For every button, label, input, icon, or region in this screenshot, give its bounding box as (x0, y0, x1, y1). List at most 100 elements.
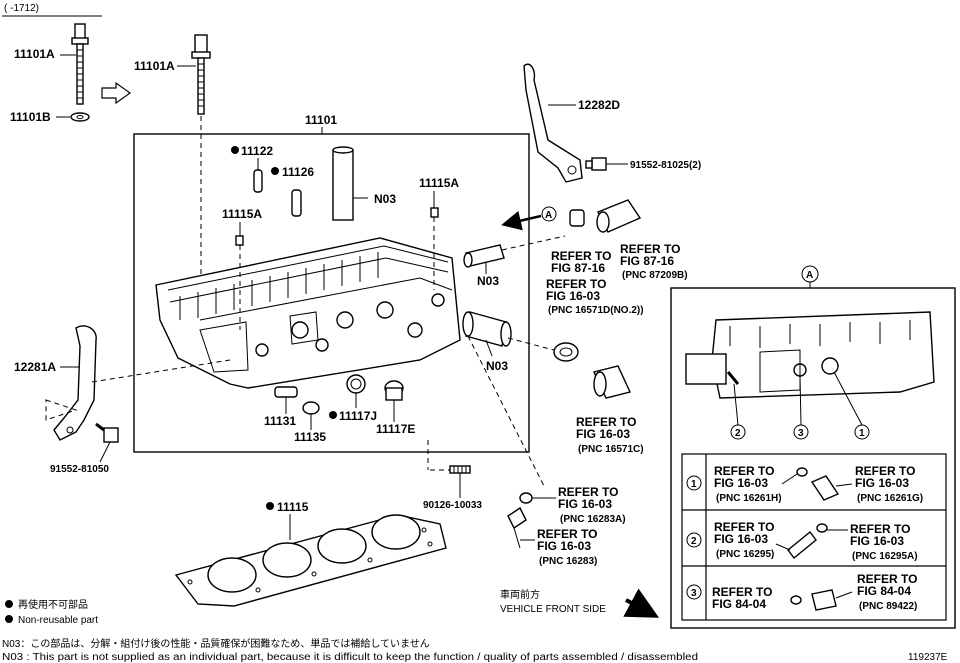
label-11131: 11131 (264, 414, 296, 428)
vehicle-front-jp: 車両前方 (500, 588, 540, 601)
label-11101A-left: 11101A (14, 47, 55, 61)
non-reusable-dot (329, 411, 337, 419)
svg-text:REFER TO: REFER TO (855, 464, 915, 478)
refer-87-16a-1: REFER TO (551, 249, 611, 263)
refer-16-03d-1: REFER TO (537, 527, 597, 541)
note-en: N03 : This part is not supplied as an in… (2, 652, 698, 663)
label-90126-10033: 90126-10033 (423, 500, 482, 511)
bolt-91552-81025[interactable] (585, 157, 607, 171)
sensor-89422[interactable] (811, 589, 837, 611)
refer-87-16b-2: FIG 87-16 (620, 254, 674, 268)
refer-16-03c-2: FIG 16-03 (558, 497, 612, 511)
refer-16-03b-1: REFER TO (576, 415, 636, 429)
label-11115: 11115 (277, 500, 309, 514)
clamp-16295A[interactable] (816, 523, 828, 533)
hose-16261G[interactable] (810, 475, 840, 501)
svg-text:1: 1 (691, 479, 697, 490)
pin-11122[interactable] (253, 169, 263, 193)
svg-text:FIG 16-03: FIG 16-03 (714, 476, 768, 490)
bolt-91552-81050[interactable] (95, 422, 119, 443)
svg-text:FIG 16-03: FIG 16-03 (850, 534, 904, 548)
clamp-16283A[interactable] (519, 492, 533, 504)
refer-87-16b-1: REFER TO (620, 242, 680, 256)
legend-en: Non-reusable part (18, 615, 98, 626)
label-11117E: 11117E (376, 422, 415, 436)
stud-90126-10033[interactable] (449, 465, 471, 474)
plug-11131[interactable] (274, 386, 298, 398)
clamp-upper[interactable] (569, 209, 585, 227)
svg-text:(PNC 16261H): (PNC 16261H) (716, 493, 782, 504)
note-jp: N03：この部品は、分解・組付け後の性能・品質確保が困難なため、単品では補給して… (2, 637, 430, 650)
svg-text:2: 2 (735, 428, 741, 439)
seal-11117J[interactable] (346, 374, 366, 394)
detail-table (681, 453, 947, 621)
pin-11126[interactable] (291, 189, 302, 217)
label-12281A: 12281A (14, 360, 56, 374)
bolt-11101A-right[interactable] (191, 34, 211, 115)
refer-16-03d-2: FIG 16-03 (537, 539, 591, 553)
svg-text:A: A (806, 270, 813, 281)
refer-16-03a-2: FIG 16-03 (546, 289, 600, 303)
callout-A-top[interactable]: A (541, 206, 557, 222)
svg-text:REFER TO: REFER TO (850, 522, 910, 536)
label-11115A-left: 11115A (222, 207, 262, 221)
cylinder-head[interactable] (155, 237, 461, 389)
label-11101: 11101 (305, 113, 337, 127)
detail-row-2: 2 REFER TO FIG 16-03 (PNC 16295) REFER T… (686, 520, 918, 562)
detail-callout-3[interactable]: 3 (793, 424, 809, 440)
bracket-12282D[interactable] (523, 63, 583, 183)
label-91552-81050: 91552-81050 (50, 464, 109, 475)
flow-arrow (501, 210, 542, 231)
bracket-12281A[interactable] (53, 325, 97, 441)
svg-text:3: 3 (691, 588, 697, 599)
plug-11135[interactable] (302, 401, 320, 415)
svg-text:(PNC 16261G): (PNC 16261G) (857, 493, 923, 504)
clamp-16261H[interactable] (796, 467, 808, 477)
svg-text:FIG 84-04: FIG 84-04 (712, 597, 766, 611)
svg-text:A: A (545, 210, 552, 221)
label-11101A-right: 11101A (134, 59, 175, 73)
pipe-n03-low[interactable] (462, 311, 512, 347)
svg-text:REFER TO: REFER TO (857, 572, 917, 586)
label-n03-mid: N03 (477, 274, 499, 288)
bolt-11101A-left[interactable] (71, 23, 89, 105)
label-11122: 11122 (241, 144, 273, 158)
svg-text:1: 1 (859, 428, 865, 439)
svg-text:FIG 16-03: FIG 16-03 (855, 476, 909, 490)
svg-text:FIG 84-04: FIG 84-04 (857, 584, 911, 598)
legend-jp: 再使用不可部品 (18, 598, 88, 611)
hose-16295[interactable] (787, 530, 817, 560)
clamp-mid[interactable] (553, 342, 579, 362)
refer-16-03d-3: (PNC 16283) (539, 556, 597, 567)
detail-panel-a (670, 287, 956, 629)
refer-16-03a-1: REFER TO (546, 277, 606, 291)
label-11117J: 11117J (339, 409, 377, 423)
gasket-11115[interactable] (174, 514, 447, 607)
svg-text:3: 3 (798, 428, 804, 439)
refer-16-03c-1: REFER TO (558, 485, 618, 499)
legend-dot (5, 600, 13, 608)
direction-arrow (101, 81, 132, 105)
dowel-pin-11115A-right[interactable] (430, 207, 439, 218)
pipe-n03-mid[interactable] (463, 244, 505, 268)
detail-callout-2[interactable]: 2 (730, 424, 746, 440)
vehicle-front-arrow (623, 588, 660, 618)
svg-text:FIG 16-03: FIG 16-03 (714, 532, 768, 546)
label-91552-81025: 91552-81025(2) (630, 160, 701, 171)
plug-11117E[interactable] (384, 380, 404, 401)
refer-16-03b-2: FIG 16-03 (576, 427, 630, 441)
cylinder-head-assembly-box (133, 133, 530, 453)
detail-head-section[interactable] (685, 311, 935, 399)
guide-tube-n03[interactable] (332, 146, 368, 221)
hose-87209B[interactable] (596, 199, 642, 233)
hose-16571C[interactable] (593, 365, 631, 399)
hose-16283[interactable] (507, 506, 527, 549)
non-reusable-dot (231, 146, 239, 154)
detail-callout-1[interactable]: 1 (854, 424, 870, 440)
washer-84-04[interactable] (790, 595, 802, 605)
washer-11101B[interactable] (70, 112, 90, 122)
dowel-pin-11115A-left[interactable] (235, 235, 244, 246)
non-reusable-dot (266, 502, 274, 510)
svg-text:REFER TO: REFER TO (712, 585, 772, 599)
